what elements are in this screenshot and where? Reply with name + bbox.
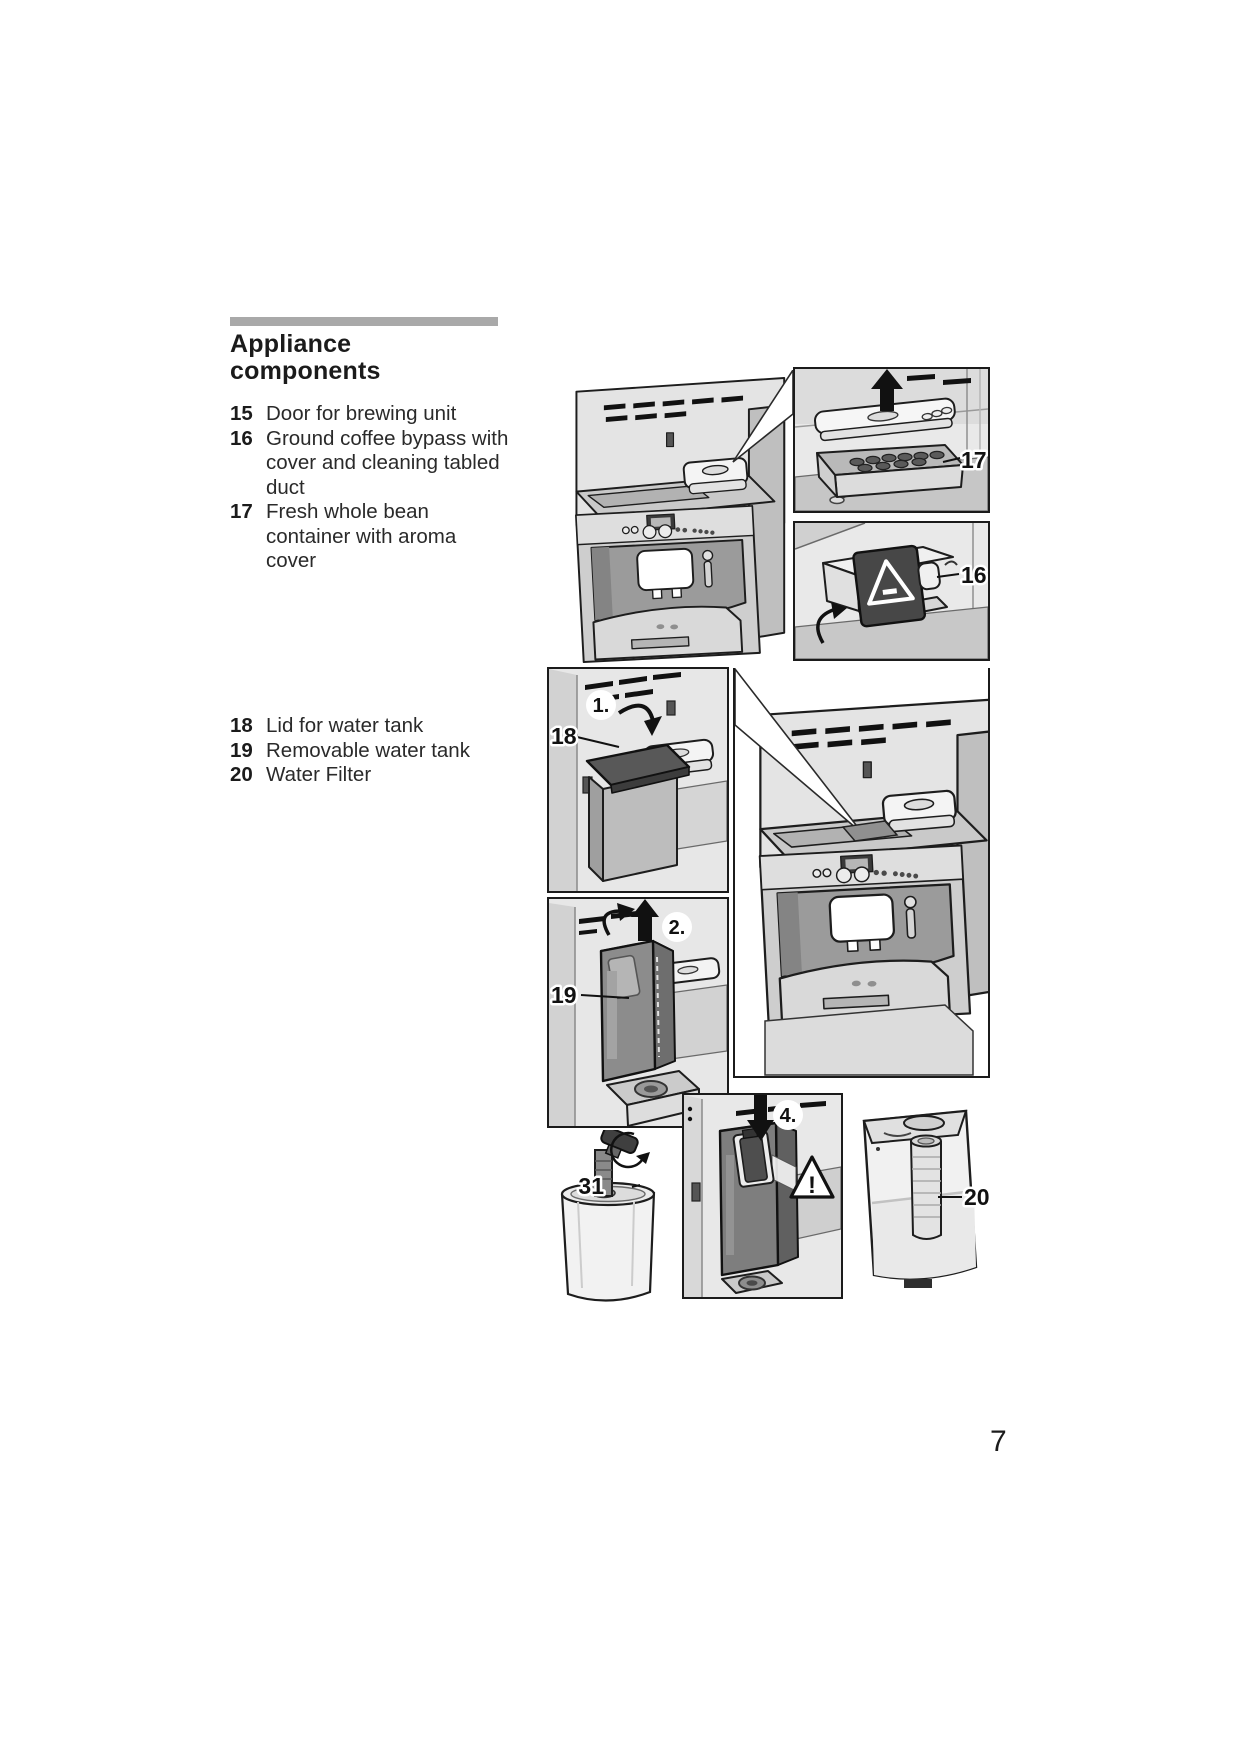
leader-line bbox=[580, 994, 630, 999]
arrow-up-icon bbox=[871, 369, 903, 411]
item-number: 17 bbox=[230, 500, 253, 523]
coffee-beans-icon bbox=[849, 450, 945, 473]
bypass-door-icon bbox=[852, 544, 927, 628]
list-item: 19 Removable water tank bbox=[230, 739, 510, 764]
leader-line bbox=[576, 736, 620, 748]
step-label-2: 2. bbox=[669, 917, 686, 939]
aroma-cover-icon bbox=[659, 957, 721, 985]
filter-tool-illustration: 31 bbox=[560, 1130, 656, 1302]
list-item: 17 Fresh whole bean container with aroma… bbox=[230, 500, 510, 574]
part-label-17: 17 bbox=[961, 447, 987, 473]
figure-filter-tool: 31 bbox=[548, 1130, 685, 1306]
figure-ground-coffee-bypass: 16 bbox=[793, 521, 990, 661]
arrow-curved-icon bbox=[602, 909, 622, 936]
warning-triangle-icon bbox=[867, 559, 915, 606]
water-tank-illustration: 2. 19 bbox=[549, 899, 727, 1126]
part-label-16: 16 bbox=[961, 562, 987, 588]
filter-slot-icon bbox=[732, 1127, 775, 1188]
tank-lid-location-icon bbox=[841, 820, 899, 842]
step-badge bbox=[773, 1100, 803, 1130]
item-number: 19 bbox=[230, 738, 253, 762]
part-label-31: 31 bbox=[578, 1173, 604, 1199]
filter-rod-icon bbox=[594, 1149, 613, 1197]
item-number: 18 bbox=[230, 714, 253, 737]
arrow-rotate-icon bbox=[610, 1131, 644, 1169]
leader-line bbox=[631, 1184, 641, 1188]
warning-triangle-icon bbox=[789, 1155, 835, 1199]
step-label-4: 4. bbox=[780, 1105, 797, 1127]
tank-lid-illustration: 1. 18 bbox=[549, 669, 727, 891]
warning-exclamation: ! bbox=[808, 1172, 816, 1199]
arrow-curved-icon bbox=[617, 703, 655, 722]
section-rule bbox=[230, 317, 498, 326]
item-text: Water Filter bbox=[266, 763, 372, 786]
arrow-up-icon bbox=[631, 899, 659, 941]
item-text: Ground coffee bypass with cover and clea… bbox=[266, 426, 509, 499]
list-item: 15 Door for brewing unit bbox=[230, 402, 510, 427]
callout-wedge-icon bbox=[735, 668, 864, 835]
component-list-top: 15 Door for brewing unit 16 Ground coffe… bbox=[230, 402, 510, 574]
bean-container-illustration: 17 bbox=[795, 369, 988, 511]
bypass-illustration: 16 bbox=[795, 523, 988, 659]
vent-slots-icon bbox=[907, 374, 971, 385]
figure-filter-insert: 4. ! bbox=[682, 1093, 843, 1299]
item-text: Fresh whole bean container with aroma co… bbox=[266, 500, 457, 572]
filter-cartridge-icon bbox=[910, 1134, 942, 1240]
machine-tank-illustration bbox=[735, 668, 988, 1076]
bean-tray-icon bbox=[816, 444, 964, 498]
component-list-bottom: 18 Lid for water tank 19 Removable water… bbox=[230, 714, 510, 788]
figure-water-filter: 20 bbox=[848, 1085, 992, 1292]
item-number: 16 bbox=[230, 426, 253, 450]
figure-water-tank: 2. 19 bbox=[547, 897, 729, 1128]
page-number: 7 bbox=[990, 1425, 1007, 1458]
page-title: Appliance components bbox=[230, 330, 381, 385]
step-label-1: 1. bbox=[593, 695, 610, 717]
callout-wedge-icon bbox=[732, 370, 793, 463]
item-number: 20 bbox=[230, 763, 253, 786]
figure-tank-lid: 1. 18 bbox=[547, 667, 729, 893]
aroma-cover-icon bbox=[814, 397, 956, 442]
machine-overview-illustration bbox=[575, 370, 793, 664]
part-label-18: 18 bbox=[551, 723, 577, 749]
water-filter-illustration: 20 bbox=[862, 1109, 992, 1288]
step-badge bbox=[586, 690, 616, 720]
leader-line bbox=[936, 573, 960, 578]
item-text: Removable water tank bbox=[266, 738, 470, 762]
figure-bean-container: 17 bbox=[793, 367, 990, 513]
item-text: Door for brewing unit bbox=[266, 402, 457, 425]
tank-lid-open-icon bbox=[585, 743, 691, 794]
figure-machine-overview bbox=[547, 370, 793, 665]
item-number: 15 bbox=[230, 402, 253, 425]
leader-line bbox=[942, 457, 961, 463]
list-item: 16 Ground coffee bypass with cover and c… bbox=[230, 427, 510, 501]
list-item: 18 Lid for water tank bbox=[230, 714, 510, 739]
list-item: 20 Water Filter bbox=[230, 763, 510, 788]
tank-opening-icon bbox=[903, 1115, 945, 1131]
part-label-19: 19 bbox=[551, 982, 577, 1008]
filter-insert-illustration: 4. ! bbox=[684, 1095, 841, 1297]
part-label-20: 20 bbox=[964, 1184, 990, 1210]
arrow-curved-icon bbox=[816, 608, 834, 644]
item-text: Lid for water tank bbox=[266, 714, 424, 737]
figure-machine-tank-location bbox=[733, 668, 990, 1078]
arrow-down-icon bbox=[747, 1095, 774, 1141]
step-badge bbox=[662, 912, 692, 942]
